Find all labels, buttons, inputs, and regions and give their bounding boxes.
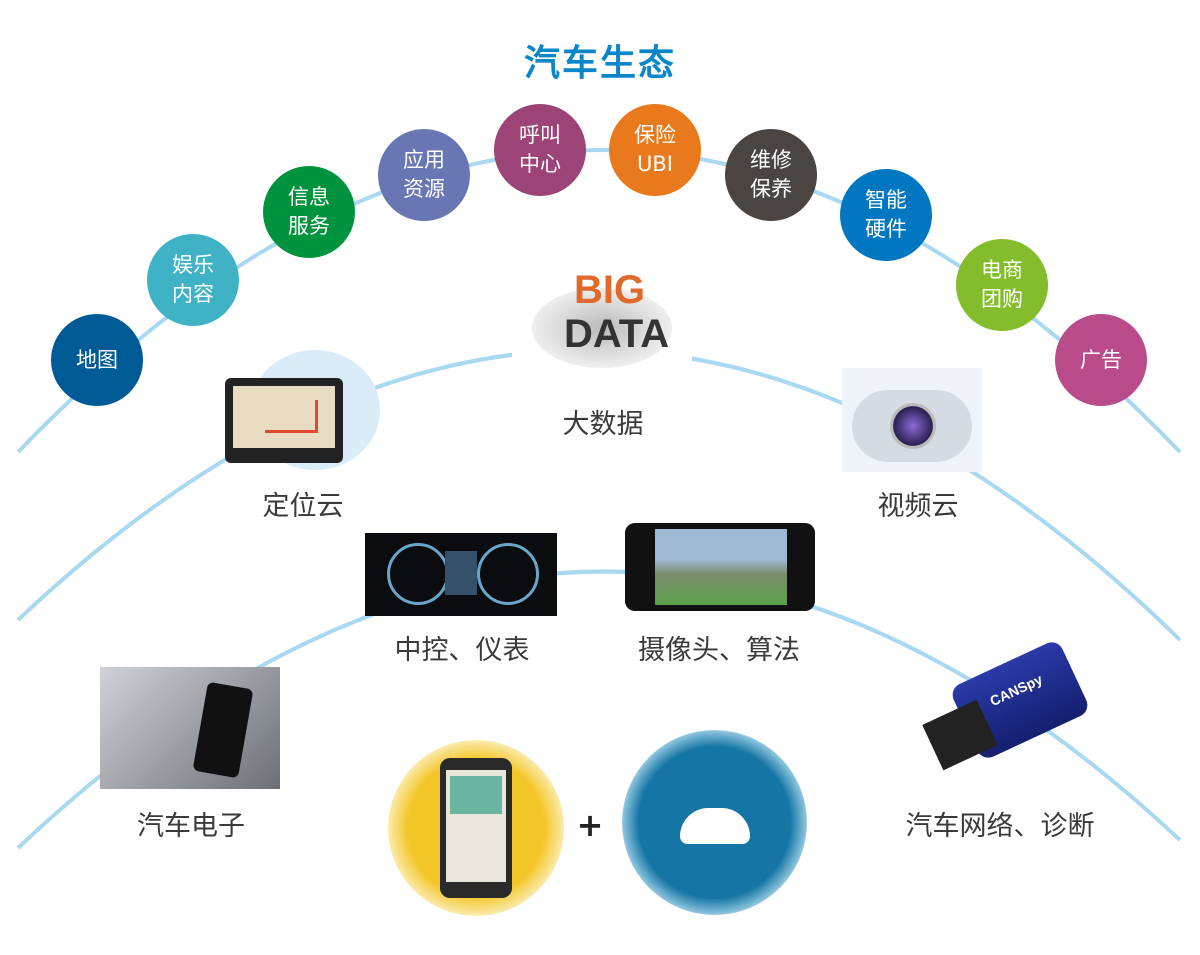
connected-car-icon	[622, 730, 807, 915]
label-big-data: 大数据	[562, 409, 644, 440]
ecosystem-bubble: 保险 UBI	[609, 104, 701, 196]
label-car-network: 汽车网络、诊断	[905, 811, 1095, 842]
label-video-cloud: 视频云	[877, 491, 959, 522]
label-console: 中控、仪表	[394, 635, 530, 666]
plus-sign: +	[576, 806, 604, 844]
car-electronics-image	[100, 667, 280, 789]
ecosystem-bubble: 地图	[51, 314, 143, 406]
ecosystem-bubble: 电商 团购	[956, 239, 1048, 331]
page-title: 汽车生态	[523, 43, 676, 84]
big-logo-text: BIG	[574, 268, 646, 312]
ecosystem-bubble: 智能 硬件	[840, 169, 932, 261]
dashboard-image	[365, 533, 557, 616]
big-data-image: BIG DATA	[512, 268, 692, 383]
ecosystem-bubble: 维修 保养	[725, 129, 817, 221]
label-car-electronics: 汽车电子	[137, 811, 245, 842]
ecosystem-bubble: 呼叫 中心	[494, 104, 586, 196]
middle-arc	[16, 347, 1182, 642]
ecosystem-bubble: 广告	[1055, 314, 1147, 406]
ecosystem-bubble: 应用 资源	[378, 129, 470, 221]
data-logo-text: DATA	[564, 312, 670, 356]
cloud-camera-image	[842, 368, 982, 472]
ecosystem-bubble: 娱乐 内容	[147, 234, 239, 326]
phone-camera-image	[625, 523, 815, 611]
label-location-cloud: 定位云	[262, 491, 344, 522]
gps-navigator-image	[225, 350, 380, 470]
obd-device-image: CANSpy	[922, 638, 1092, 780]
label-camera: 摄像头、算法	[638, 635, 800, 666]
ecosystem-bubble: 信息 服务	[263, 166, 355, 258]
smartphone-icon	[388, 740, 564, 916]
